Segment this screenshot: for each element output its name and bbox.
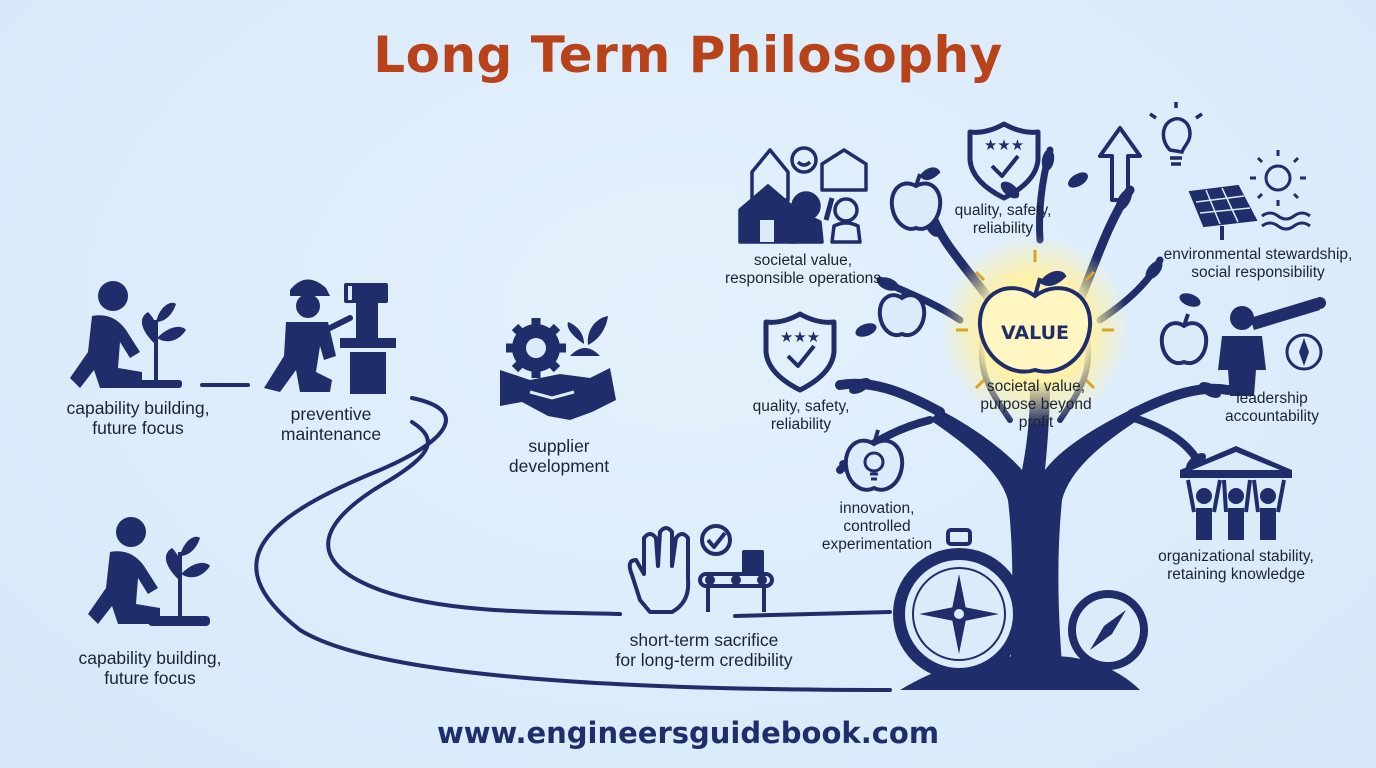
pillars-people-icon bbox=[1180, 446, 1292, 540]
lightbulb-icon bbox=[1149, 102, 1203, 166]
svg-text:★★★: ★★★ bbox=[780, 328, 820, 346]
label-quality-safety-top: quality, safety,reliability bbox=[954, 202, 1052, 237]
value-badge-text: VALUE bbox=[1001, 322, 1069, 344]
shield-star-icon: ★★★ bbox=[763, 311, 837, 393]
label-organizational-stability: organizational stability,retaining knowl… bbox=[1158, 548, 1314, 583]
website-footer[interactable]: www.engineersguidebook.com bbox=[436, 716, 940, 750]
compass-icon bbox=[1068, 590, 1148, 670]
label-quality-safety-left: quality, safety,reliability bbox=[752, 398, 850, 433]
label-capability-building-bottom: capability building,future focus bbox=[78, 648, 222, 688]
label-environmental-stewardship: environmental stewardship,social respons… bbox=[1163, 246, 1353, 281]
leader-telescope-icon bbox=[1218, 297, 1326, 396]
gear-handshake-icon bbox=[500, 316, 616, 420]
sun-icon bbox=[1250, 150, 1311, 231]
apple-icon bbox=[1159, 313, 1209, 365]
community-houses-icon bbox=[738, 146, 868, 244]
label-capability-building-top: capability building,future focus bbox=[66, 398, 210, 438]
person-planting-icon bbox=[70, 281, 186, 388]
winding-path bbox=[200, 383, 892, 692]
label-societal-operations: societal value,responsible operations bbox=[725, 252, 881, 287]
stop-hand-conveyor-icon bbox=[627, 524, 774, 614]
person-planting-icon bbox=[88, 517, 210, 626]
solar-panel-icon bbox=[1188, 184, 1258, 240]
apple-icon bbox=[956, 250, 1114, 390]
page-title: Long Term Philosophy bbox=[373, 26, 1003, 84]
apple-icon bbox=[889, 167, 943, 231]
compass-icon bbox=[893, 528, 1025, 680]
svg-text:★★★: ★★★ bbox=[984, 136, 1024, 154]
lightbulb-icon bbox=[863, 451, 885, 481]
growth-arrow-icon bbox=[1098, 126, 1142, 202]
technician-machine-icon bbox=[264, 279, 396, 394]
apple-icon bbox=[877, 287, 927, 337]
apple-icon bbox=[843, 429, 905, 492]
shield-star-icon: ★★★ bbox=[967, 121, 1041, 201]
